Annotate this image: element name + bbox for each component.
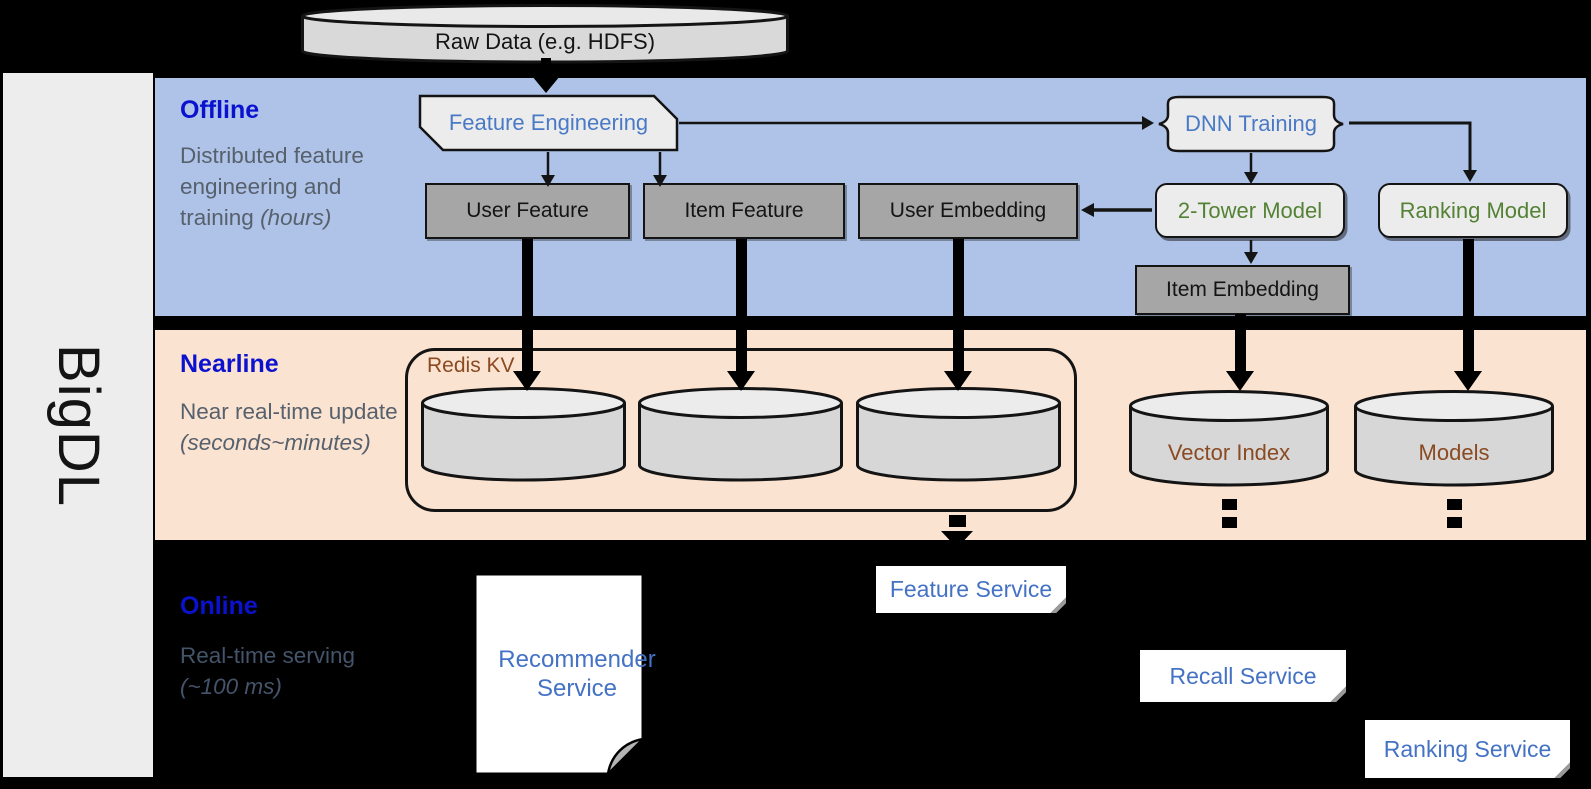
- online-description: Real-time serving (~100 ms): [180, 640, 370, 702]
- nearline-description: Near real-time update (seconds~minutes): [180, 396, 430, 458]
- recommender-service-label: Recommender Service: [498, 645, 656, 702]
- node-item-feature: Item Feature: [643, 183, 845, 239]
- ranking-service-label: Ranking Service: [1383, 735, 1552, 762]
- node-feature-engineering: Feature Engineering: [418, 94, 679, 152]
- ranking-service-box: Ranking Service: [1365, 720, 1570, 778]
- nearline-title: Nearline: [180, 350, 279, 378]
- recall-service-label: Recall Service: [1169, 662, 1317, 689]
- redis-cylinder-2: [637, 385, 844, 485]
- node-item-embedding: Item Embedding: [1135, 265, 1350, 315]
- online-title: Online: [180, 592, 258, 620]
- cylinder-shape: [301, 4, 789, 64]
- recall-service-box: Recall Service: [1140, 650, 1346, 702]
- nearline-desc-text: Near real-time update: [180, 399, 398, 424]
- models-label: Models: [1418, 440, 1490, 465]
- fold-corner: [1329, 685, 1346, 702]
- vector-index-label: Vector Index: [1167, 440, 1291, 465]
- document-shape: [473, 572, 647, 778]
- feature-service-label: Feature Service: [889, 576, 1053, 602]
- node-dnn-training: DNN Training: [1153, 95, 1349, 153]
- online-desc-italic: (~100 ms): [180, 674, 282, 700]
- redis-cylinder-1: [420, 385, 627, 485]
- bigdl-logo-text: BigDL: [45, 343, 111, 507]
- online-desc-text: Real-time serving: [180, 643, 356, 668]
- feature-service-box: Feature Service: [876, 566, 1066, 613]
- redis-kv-label: Redis KV: [427, 354, 515, 377]
- offline-title: Offline: [180, 96, 260, 124]
- offline-desc-italic: (hours): [260, 205, 332, 231]
- vector-index-cylinder: Vector Index: [1128, 388, 1330, 490]
- nearline-desc-italic: (seconds~minutes): [180, 430, 371, 456]
- offline-desc-text: Distributed feature engineering and trai…: [180, 143, 364, 231]
- models-cylinder: Models: [1353, 388, 1555, 490]
- node-two-tower-model: 2-Tower Model: [1155, 183, 1345, 238]
- raw-data-label: Raw Data (e.g. HDFS): [434, 29, 656, 54]
- recommender-service-doc: Recommender Service: [473, 572, 656, 778]
- double-brace-shape: [1158, 95, 1344, 153]
- node-user-embedding: User Embedding: [858, 183, 1078, 239]
- fold-corner: [1553, 761, 1570, 778]
- redis-cylinder-3: [855, 385, 1062, 485]
- snip-rect-shape: [418, 94, 679, 152]
- node-user-feature: User Feature: [425, 183, 630, 239]
- offline-description: Distributed feature engineering and trai…: [180, 140, 398, 233]
- feature-engineering-label: Feature Engineering: [448, 110, 649, 135]
- node-ranking-model: Ranking Model: [1378, 183, 1568, 238]
- bigdl-sidebar: BigDL: [3, 73, 153, 777]
- raw-data-cylinder: Raw Data (e.g. HDFS): [300, 3, 790, 65]
- fold-corner: [1049, 596, 1066, 613]
- dnn-training-label: DNN Training: [1184, 111, 1318, 136]
